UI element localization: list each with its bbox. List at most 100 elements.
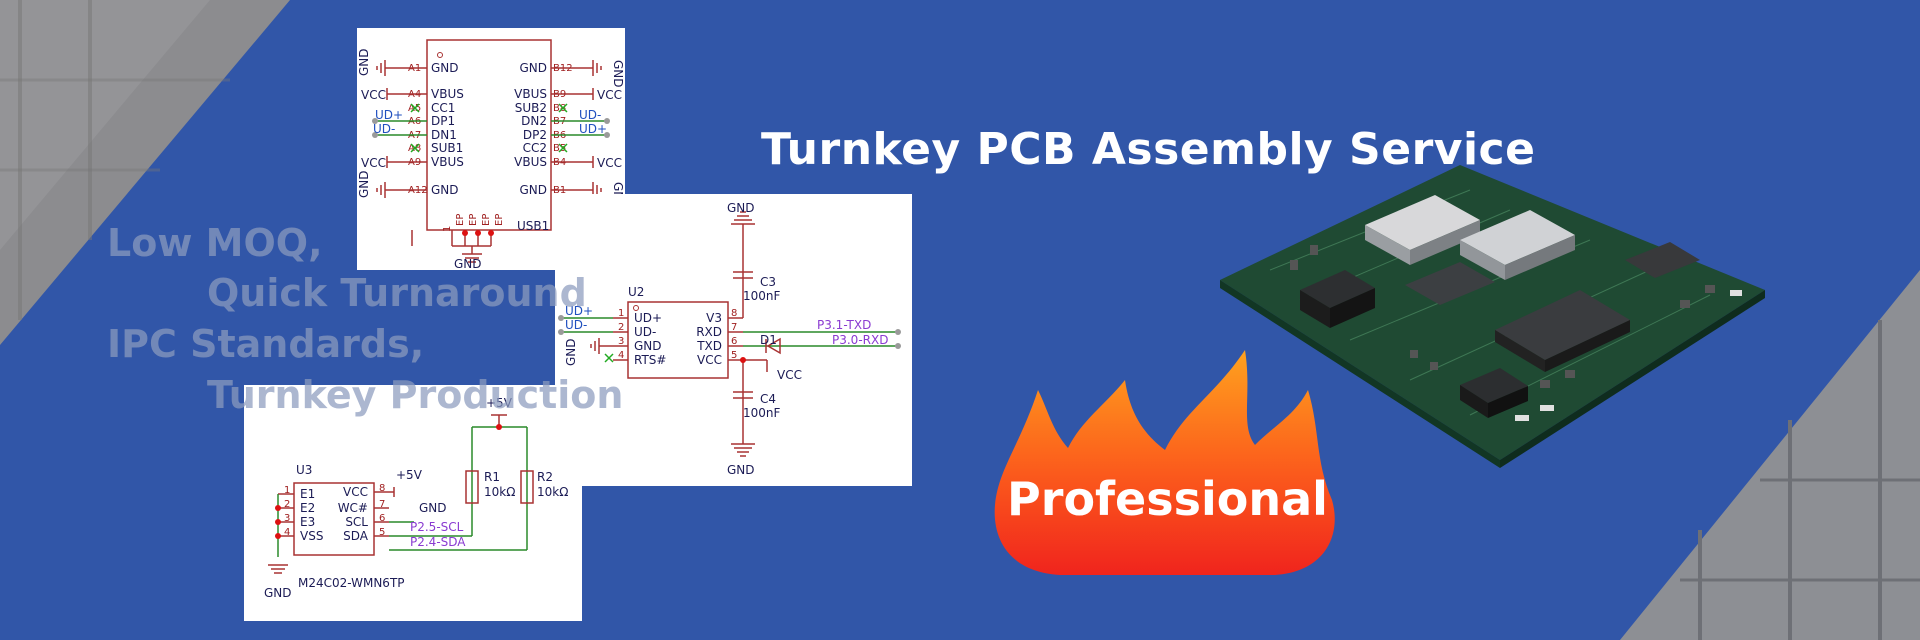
u3-right-pin-name: SCL bbox=[345, 515, 368, 529]
u3-part-number: M24C02-WMN6TP bbox=[298, 576, 405, 590]
usb-gnd-b12: GND bbox=[611, 60, 625, 88]
usb-gnd-bottom: GND bbox=[454, 257, 482, 270]
u3-left-pin-number: 1 bbox=[284, 485, 290, 496]
usb-udm-right: UD- bbox=[579, 108, 601, 122]
u3-left-pin-name: VSS bbox=[300, 529, 323, 543]
tagline-quick-turnaround: Quick Turnaround bbox=[207, 271, 587, 315]
u2-net-txd: P3.1-TXD bbox=[817, 318, 871, 332]
u2-right-pin-name: TXD bbox=[696, 339, 722, 353]
usb-ep-pin-a: EP bbox=[455, 214, 466, 226]
u2-ref: U2 bbox=[628, 285, 644, 299]
u3-right-pin-number: 8 bbox=[379, 483, 385, 494]
u3-right-pin-number: 5 bbox=[379, 527, 385, 538]
u3-r1-value: 10kΩ bbox=[484, 485, 515, 499]
u3-right-pin-number: 7 bbox=[379, 499, 385, 510]
u2-right-pin-number: 6 bbox=[731, 336, 737, 347]
page-title: Turnkey PCB Assembly Service bbox=[761, 124, 1536, 175]
u2-c4-value: 100nF bbox=[743, 406, 781, 420]
u3-gnd-label: GND bbox=[419, 501, 447, 515]
u2-right-pin-name: VCC bbox=[697, 353, 722, 367]
usb-right-pin-name: DN2 bbox=[521, 114, 547, 128]
usb-left-pin-name: DP1 bbox=[431, 114, 455, 128]
u3-ref: U3 bbox=[296, 463, 312, 477]
u2-right-pin-number: 8 bbox=[731, 308, 737, 319]
u2-d1-ref: D1 bbox=[760, 333, 777, 347]
u3-left-pin-number: 2 bbox=[284, 499, 290, 510]
u2-right-pin-name: RXD bbox=[696, 325, 722, 339]
flame-badge-icon bbox=[994, 350, 1335, 575]
u3-5v-top-label: +5V bbox=[486, 396, 513, 410]
u2-left-pin-name: RTS# bbox=[634, 353, 666, 367]
u3-5v-label: +5V bbox=[396, 468, 423, 482]
u2-left-pin-name: GND bbox=[634, 339, 662, 353]
usb-right-pin-name: GND bbox=[519, 61, 547, 75]
u2-c3-value: 100nF bbox=[743, 289, 781, 303]
usb-left-pin-name: GND bbox=[431, 183, 459, 197]
usb-right-pin-name: VBUS bbox=[514, 87, 547, 101]
u3-r2-value: 10kΩ bbox=[537, 485, 568, 499]
usb-gnd-a1: GND bbox=[357, 48, 371, 76]
u2-net-udp: UD+ bbox=[565, 304, 593, 318]
u2-c3-ref: C3 bbox=[760, 275, 776, 289]
usb-vcc-left-2: VCC bbox=[361, 156, 386, 170]
u3-right-pin-name: WC# bbox=[338, 501, 368, 515]
usb-right-pin-name: CC2 bbox=[523, 141, 547, 155]
usb-udp-right: UD+ bbox=[579, 122, 607, 136]
u2-left-pin-name: UD- bbox=[634, 325, 656, 339]
usb-right-pin-name: GND bbox=[519, 183, 547, 197]
tagline-ipc-standards: IPC Standards, bbox=[107, 322, 425, 366]
u2-left-pin-number: 3 bbox=[618, 336, 624, 347]
badge-label: Professional bbox=[1007, 472, 1328, 526]
u2-gnd-top: GND bbox=[727, 201, 755, 215]
usb-ref: USB1 bbox=[517, 219, 549, 233]
u3-right-pin-name: SDA bbox=[343, 529, 369, 543]
u3-r2-ref: R2 bbox=[537, 470, 553, 484]
u3-left-pin-number: 4 bbox=[284, 527, 290, 538]
usb-left-pin-name: VBUS bbox=[431, 155, 464, 169]
usb-gnd-a12: GND bbox=[357, 170, 371, 198]
u3-right-pin-name: VCC bbox=[343, 485, 368, 499]
usb-udm-left: UD- bbox=[373, 122, 395, 136]
u2-net-udm: UD- bbox=[565, 318, 587, 332]
pcb-board-image bbox=[1220, 165, 1765, 468]
u2-vcc: VCC bbox=[777, 368, 802, 382]
u3-left-pin-name: E2 bbox=[300, 501, 315, 515]
u3-left-pin-name: E3 bbox=[300, 515, 315, 529]
usb-right-pin-name: DP2 bbox=[523, 128, 547, 142]
usb-udp-left: UD+ bbox=[375, 108, 403, 122]
u2-gnd-left: GND bbox=[564, 338, 578, 366]
u2-right-pin-name: V3 bbox=[706, 311, 722, 325]
usb-left-pin-name: GND bbox=[431, 61, 459, 75]
u2-left-pin-name: UD+ bbox=[634, 311, 662, 325]
usb-ep-pin-b: EP bbox=[468, 214, 479, 226]
u2-right-pin-number: 7 bbox=[731, 322, 737, 333]
usb-ep-pin-c: EP bbox=[481, 214, 492, 226]
u3-net-scl: P2.5-SCL bbox=[410, 520, 464, 534]
usb-right-pin-name: SUB2 bbox=[515, 101, 547, 115]
usb-pin-1: 1 bbox=[442, 226, 453, 232]
u3-net-sda: P2.4-SDA bbox=[410, 535, 466, 549]
usb-right-pin-number: B5 bbox=[553, 143, 566, 154]
u3-left-pin-name: E1 bbox=[300, 487, 315, 501]
u2-left-pin-number: 1 bbox=[618, 308, 624, 319]
usb-left-pin-name: DN1 bbox=[431, 128, 457, 142]
u2-left-pin-number: 2 bbox=[618, 322, 624, 333]
usb-left-pin-name: CC1 bbox=[431, 101, 455, 115]
u2-gnd-bottom: GND bbox=[727, 463, 755, 477]
usb-ep-pin-d: EP bbox=[494, 214, 505, 226]
u3-left-pin-number: 3 bbox=[284, 513, 290, 524]
u2-c4-ref: C4 bbox=[760, 392, 776, 406]
usb-right-pin-number: B8 bbox=[553, 103, 566, 114]
u3-right-pin-number: 6 bbox=[379, 513, 385, 524]
usb-left-pin-name: VBUS bbox=[431, 87, 464, 101]
u2-net-rxd: P3.0-RXD bbox=[832, 333, 888, 347]
usb-vcc-right-2: VCC bbox=[597, 156, 622, 170]
u2-left-pin-number: 4 bbox=[618, 350, 624, 361]
tagline-low-moq: Low MOQ, bbox=[107, 221, 323, 265]
usb-left-pin-name: SUB1 bbox=[431, 141, 463, 155]
u2-right-pin-number: 5 bbox=[731, 350, 737, 361]
tagline-turnkey-production: Turnkey Production bbox=[207, 373, 624, 417]
usb-vcc-left: VCC bbox=[361, 88, 386, 102]
